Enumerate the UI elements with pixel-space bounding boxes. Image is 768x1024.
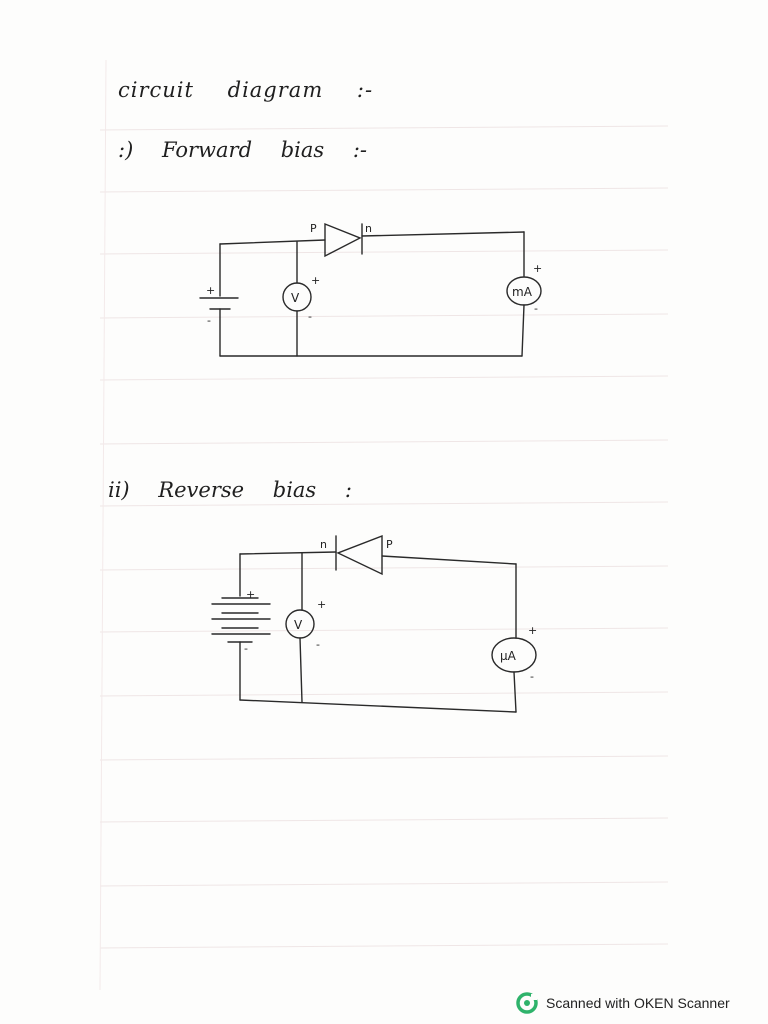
forward-top-wire-right — [361, 231, 525, 237]
forward-diode-triangle — [324, 222, 362, 258]
forward-battery-minus: - — [207, 314, 211, 327]
forward-p-label: P — [310, 222, 317, 235]
reverse-battery-minus: - — [244, 642, 248, 655]
scanner-text: Scanned with OKEN Scanner — [546, 995, 730, 1011]
reverse-p-label: P — [386, 538, 393, 551]
forward-voltmeter-plus: + — [311, 274, 320, 287]
reverse-n-label: n — [320, 538, 327, 551]
reverse-diode-triangle — [336, 534, 383, 576]
forward-bias-circuit — [199, 222, 542, 357]
reverse-top-wire-left — [239, 551, 337, 555]
forward-n-label: n — [365, 222, 372, 235]
reverse-battery-plus: + — [246, 588, 255, 601]
reverse-voltmeter-minus: - — [316, 638, 320, 651]
forward-ammeter-minus: - — [534, 302, 538, 315]
reverse-ammeter-label: μA — [500, 649, 517, 663]
forward-ammeter-plus: + — [533, 262, 542, 275]
forward-top-wire-left — [219, 239, 326, 245]
reverse-bottom-wire — [239, 699, 517, 713]
reverse-ammeter-plus: + — [528, 624, 537, 637]
scanner-watermark: Scanned with OKEN Scanner — [516, 992, 730, 1014]
forward-voltmeter-minus: - — [308, 310, 312, 323]
forward-ammeter-label: mA — [512, 285, 533, 299]
forward-battery-plus: + — [206, 284, 215, 297]
reverse-bias-title: ii) Reverse bias : — [108, 478, 352, 502]
reverse-ammeter-minus: - — [530, 670, 534, 683]
forward-bias-title: :) Forward bias :- — [118, 138, 368, 162]
reverse-voltmeter-label: V — [294, 618, 303, 632]
oken-scanner-logo-icon — [516, 992, 538, 1014]
reverse-bias-circuit — [211, 534, 537, 713]
page-heading: circuit diagram :- — [118, 78, 374, 102]
forward-voltmeter-label: V — [291, 291, 300, 305]
reverse-voltmeter-plus: + — [317, 598, 326, 611]
reverse-top-wire-right — [381, 555, 517, 565]
